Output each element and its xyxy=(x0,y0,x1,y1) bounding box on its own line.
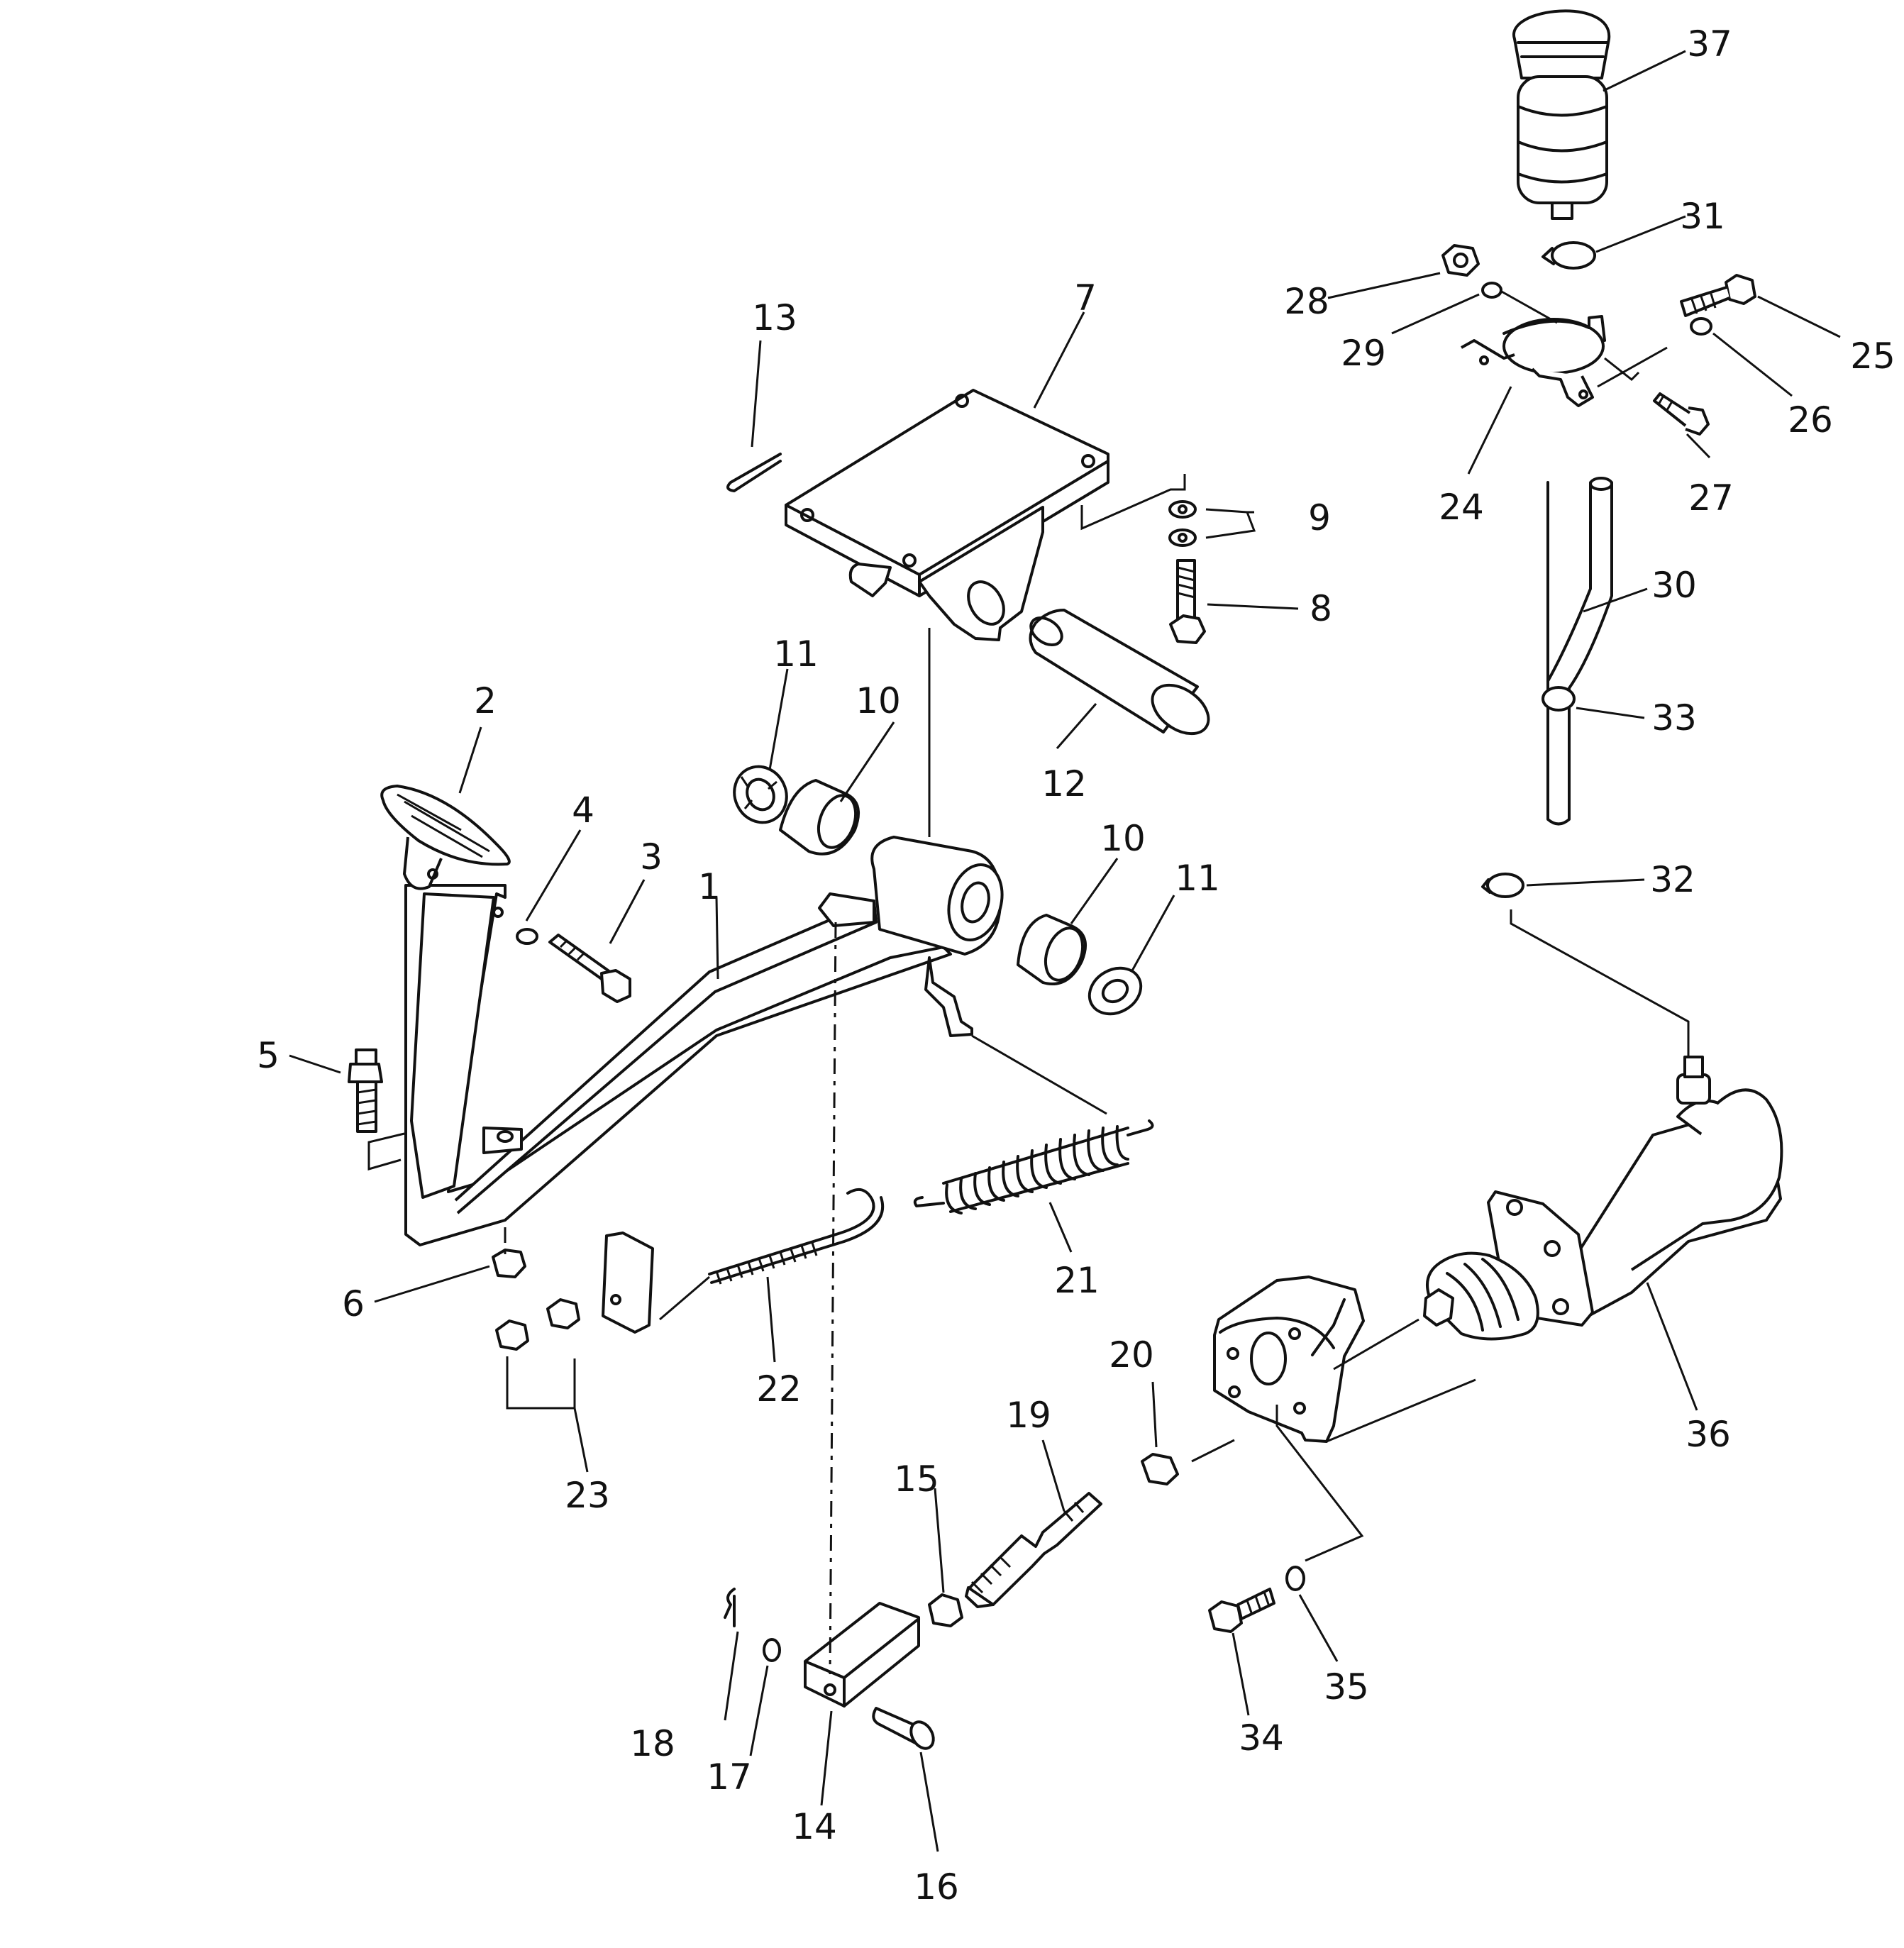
reservoir-tank xyxy=(1512,9,1611,220)
callout-32: 32 xyxy=(1650,859,1695,900)
callout-36: 36 xyxy=(1686,1414,1731,1455)
callout-18: 18 xyxy=(630,1723,675,1764)
clevis xyxy=(804,1602,920,1708)
callout-37: 37 xyxy=(1687,23,1732,65)
threaded-rod xyxy=(708,1188,885,1285)
pin-washer xyxy=(763,1638,781,1662)
bearing-right xyxy=(1087,966,1143,1016)
pad-washer xyxy=(516,928,538,945)
cylinder-mount-bolt xyxy=(1208,1588,1275,1633)
callout-29: 29 xyxy=(1341,333,1386,374)
callout-4: 4 xyxy=(572,790,594,831)
stopper-bolt xyxy=(348,1048,383,1133)
callout-34: 34 xyxy=(1239,1717,1284,1759)
reservoir-spring-washer xyxy=(1481,282,1502,299)
return-spring xyxy=(913,1119,1154,1214)
pad-bolt xyxy=(548,934,631,1003)
rod-plate xyxy=(602,1232,654,1334)
bushing-right xyxy=(1017,914,1087,985)
callout-17: 17 xyxy=(707,1756,752,1798)
callout-11-left: 11 xyxy=(773,633,819,675)
callout-26: 26 xyxy=(1788,399,1833,441)
bearing-left xyxy=(733,765,788,824)
reservoir-bracket xyxy=(1461,315,1606,407)
callout-10-left: 10 xyxy=(856,680,901,721)
pushrod-nut xyxy=(1141,1453,1179,1485)
callout-31: 31 xyxy=(1680,196,1725,237)
callout-10-right: 10 xyxy=(1100,818,1146,859)
callout-14: 14 xyxy=(792,1806,837,1847)
callout-3: 3 xyxy=(640,836,663,878)
callout-22: 22 xyxy=(756,1368,802,1410)
cylinder-mount-washer xyxy=(1285,1566,1305,1591)
callout-30: 30 xyxy=(1651,565,1697,606)
hose-clamp-lower xyxy=(1481,873,1524,898)
callout-2: 2 xyxy=(474,680,497,721)
bushing-left xyxy=(779,779,860,856)
stopper-nut xyxy=(492,1249,526,1278)
callout-1: 1 xyxy=(698,866,721,907)
pedal-pad xyxy=(380,785,511,890)
bracket-washer xyxy=(1690,317,1712,336)
leader-lines xyxy=(289,50,1841,1852)
reservoir-hose xyxy=(1542,477,1613,826)
cylinder-mounting-plate xyxy=(1213,1275,1365,1443)
assembly-lines xyxy=(367,289,1690,1675)
pedal-arm xyxy=(404,836,1004,1246)
callout-27: 27 xyxy=(1688,477,1734,519)
callout-labels: 1 2 3 4 5 6 7 8 9 10 10 11 11 12 13 14 1… xyxy=(257,23,1895,1908)
hose-clamp-upper xyxy=(1542,241,1596,270)
callout-8: 8 xyxy=(1310,588,1332,629)
callout-20: 20 xyxy=(1109,1334,1154,1376)
clevis-pin xyxy=(872,1707,935,1750)
callout-7: 7 xyxy=(1074,277,1097,319)
callout-35: 35 xyxy=(1324,1666,1369,1708)
bracket-mount-bolt xyxy=(1169,559,1206,644)
clevis-nut xyxy=(928,1593,963,1627)
callout-11-right: 11 xyxy=(1175,858,1220,899)
master-cylinder xyxy=(1423,1056,1783,1341)
callout-24: 24 xyxy=(1439,487,1484,528)
rod-nuts xyxy=(495,1298,580,1351)
callout-13: 13 xyxy=(752,297,797,338)
reservoir-nut xyxy=(1441,244,1480,277)
callout-33: 33 xyxy=(1651,697,1697,738)
callout-6: 6 xyxy=(342,1283,365,1324)
bracket-washers xyxy=(1168,500,1197,547)
callout-25: 25 xyxy=(1850,336,1895,377)
pivot-shaft xyxy=(1029,609,1210,736)
callout-12: 12 xyxy=(1041,763,1087,804)
callout-21: 21 xyxy=(1054,1260,1100,1301)
bracket-bolt-lower xyxy=(1653,392,1710,436)
pedal-bracket xyxy=(785,389,1109,641)
cotter-pin-upper xyxy=(726,453,782,492)
callout-19: 19 xyxy=(1006,1395,1051,1436)
callout-16: 16 xyxy=(914,1866,959,1908)
bracket-bolt-upper xyxy=(1680,274,1756,317)
callout-5: 5 xyxy=(257,1035,279,1076)
callout-9: 9 xyxy=(1308,497,1331,538)
callout-15: 15 xyxy=(894,1459,939,1500)
callout-23: 23 xyxy=(565,1475,610,1516)
push-rod xyxy=(965,1492,1102,1608)
callout-28: 28 xyxy=(1284,281,1329,322)
cotter-pin-lower xyxy=(724,1588,736,1627)
